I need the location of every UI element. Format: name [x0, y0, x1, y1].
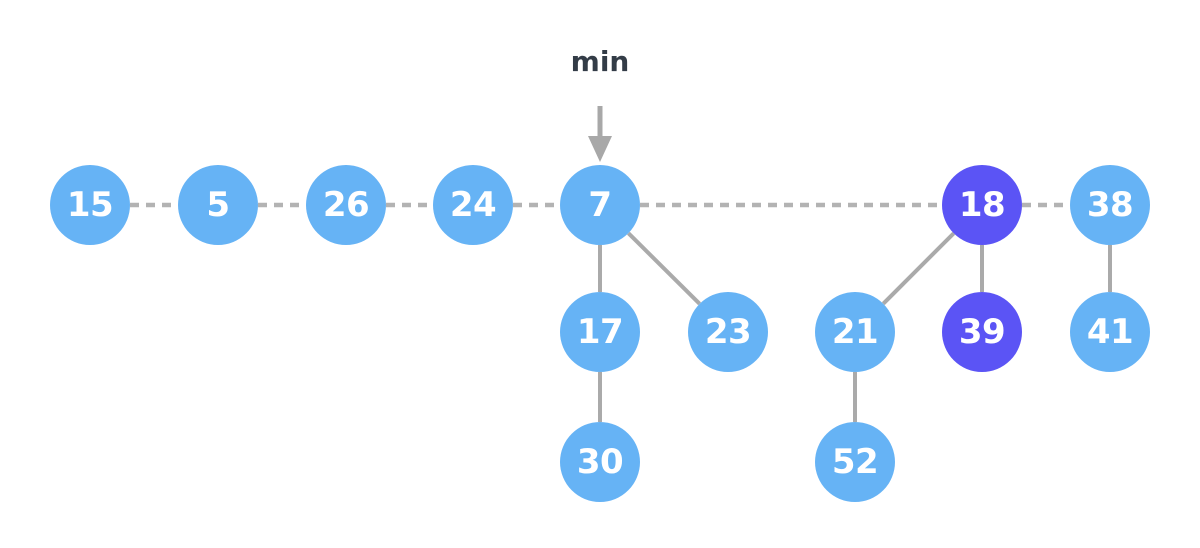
node-label-21: 21 [831, 312, 879, 352]
node-38[interactable]: 38 [1070, 165, 1150, 245]
min-pointer-label: min [570, 45, 630, 78]
node-label-39: 39 [958, 312, 1006, 352]
node-label-30: 30 [576, 442, 624, 482]
node-label-52: 52 [831, 442, 879, 482]
node-26[interactable]: 26 [306, 165, 386, 245]
annotation-arrows-group [588, 106, 612, 162]
node-label-24: 24 [449, 185, 497, 225]
node-52[interactable]: 52 [815, 422, 895, 502]
node-5[interactable]: 5 [178, 165, 258, 245]
node-15[interactable]: 15 [50, 165, 130, 245]
node-label-7: 7 [588, 185, 612, 225]
node-30[interactable]: 30 [560, 422, 640, 502]
node-label-18: 18 [958, 185, 1006, 225]
node-label-23: 23 [704, 312, 752, 352]
node-label-41: 41 [1086, 312, 1134, 352]
node-17[interactable]: 17 [560, 292, 640, 372]
node-24[interactable]: 24 [433, 165, 513, 245]
node-label-38: 38 [1086, 185, 1134, 225]
node-39[interactable]: 39 [942, 292, 1022, 372]
edge-18-21 [881, 231, 956, 306]
node-label-5: 5 [206, 185, 230, 225]
node-label-15: 15 [66, 185, 114, 225]
node-41[interactable]: 41 [1070, 292, 1150, 372]
node-18[interactable]: 18 [942, 165, 1022, 245]
node-23[interactable]: 23 [688, 292, 768, 372]
edges-group [130, 202, 1112, 422]
node-label-26: 26 [322, 185, 370, 225]
node-21[interactable]: 21 [815, 292, 895, 372]
node-label-17: 17 [576, 312, 624, 352]
min-pointer-arrow-head [588, 136, 612, 162]
node-7[interactable]: 7 [560, 165, 640, 245]
edge-7-23 [626, 231, 702, 306]
